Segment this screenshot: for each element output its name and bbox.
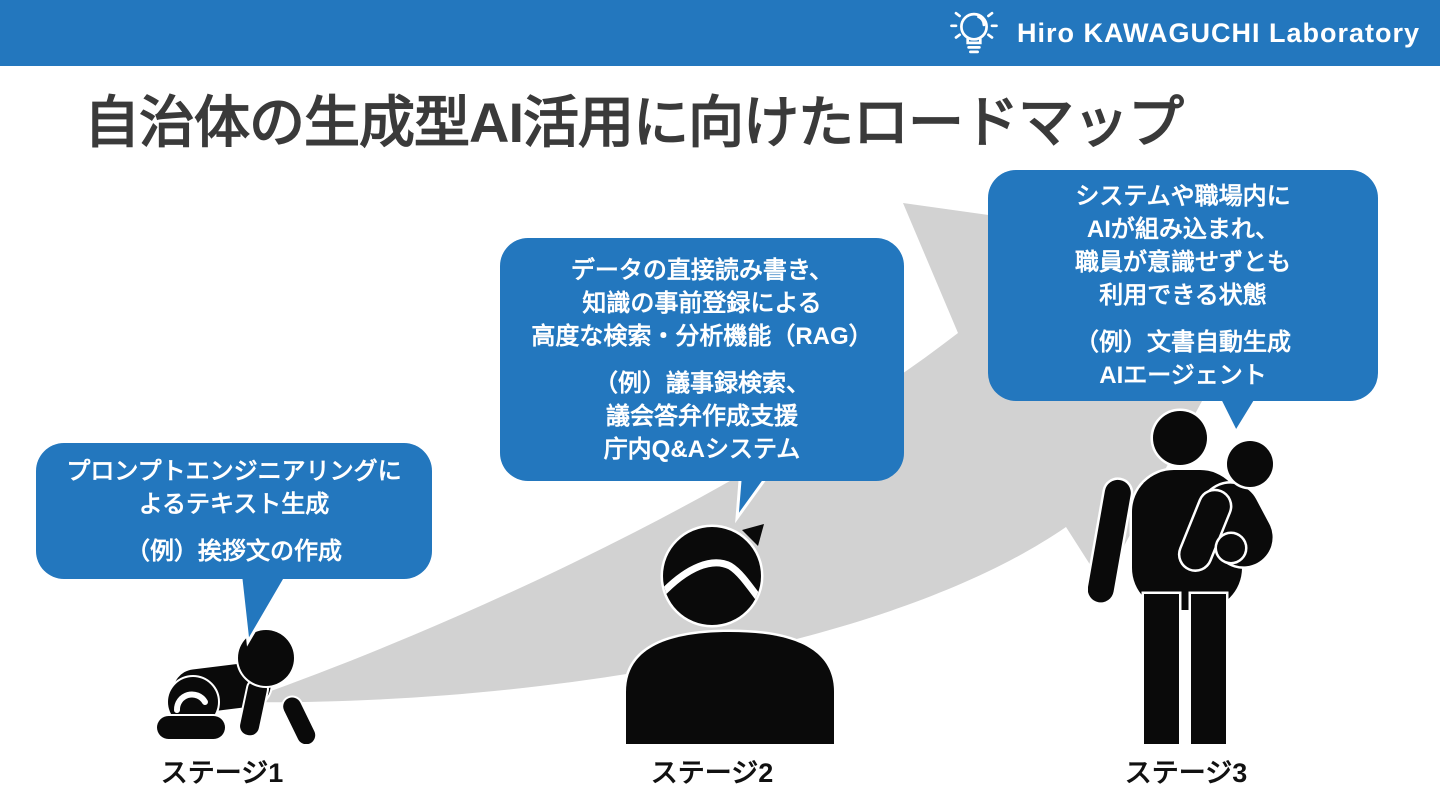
stage3-description: システムや職場内に AIが組み込まれ、 職員が意識せずとも 利用できる状態: [1075, 182, 1291, 309]
lightbulb-icon: [950, 11, 998, 54]
stage3-label: ステージ3: [1124, 758, 1248, 788]
stage1-example: （例）挨拶文の作成: [126, 537, 342, 565]
stage2-example: （例）議事録検索、 議会答弁作成支援 庁内Q&Aシステム: [594, 369, 810, 463]
stage3-speech-bubble: システムや職場内に AIが組み込まれ、 職員が意識せずとも 利用できる状態 （例…: [988, 170, 1378, 401]
stage1-label: ステージ1: [160, 758, 284, 788]
stage3-example: （例）文書自動生成 AIエージェント: [1075, 328, 1291, 389]
bubble1-tail: [238, 568, 293, 647]
brand: Hiro KAWAGUCHI Laboratory: [945, 0, 1420, 66]
young-person-bust-pictogram: [623, 524, 837, 744]
stage2-speech-bubble: データの直接読み書き、 知識の事前登録による 高度な検索・分析機能（RAG） （…: [500, 238, 904, 481]
stage2-label: ステージ2: [650, 758, 774, 788]
stage1-speech-bubble: プロンプトエンジニアリングに よるテキスト生成 （例）挨拶文の作成: [36, 443, 432, 579]
brand-name: Hiro KAWAGUCHI Laboratory: [1016, 17, 1420, 48]
stage1-description: プロンプトエンジニアリングに よるテキスト生成: [66, 457, 402, 518]
page-title: 自治体の生成型AI活用に向けたロードマップ: [84, 91, 1184, 154]
stage2-description: データの直接読み書き、 知識の事前登録による 高度な検索・分析機能（RAG）: [531, 256, 873, 350]
header-bar: Hiro KAWAGUCHI Laboratory: [0, 0, 1440, 66]
crawling-baby-pictogram: [155, 628, 318, 744]
adult-holding-baby-pictogram: [1088, 408, 1276, 744]
